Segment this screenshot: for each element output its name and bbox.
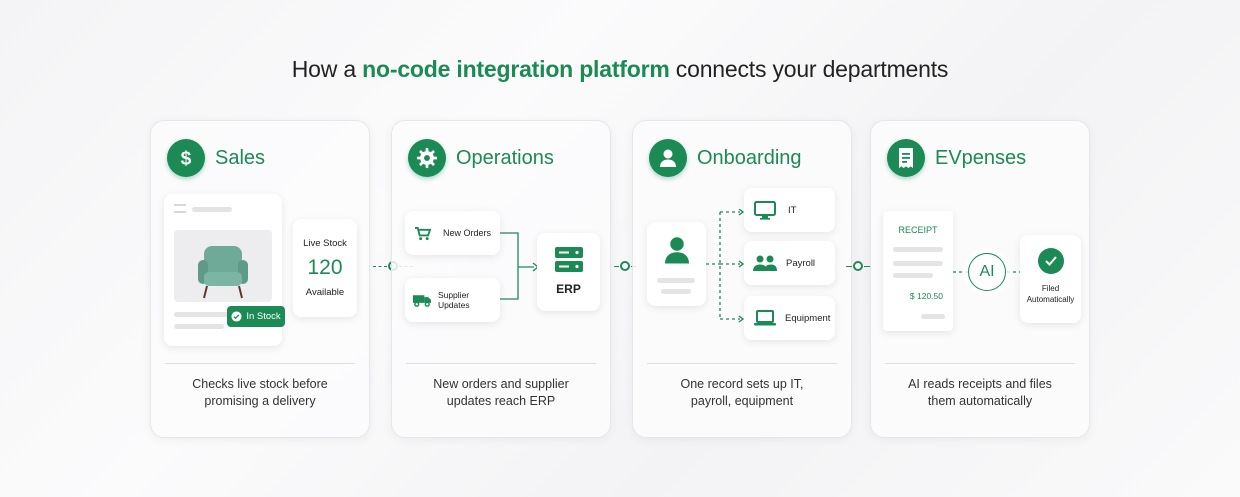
operations-title: Operations: [456, 146, 554, 169]
title-highlight: no-code integration platform: [362, 56, 670, 82]
new-orders-label: New Orders: [443, 228, 492, 238]
check-icon: [231, 311, 242, 322]
cart-icon: [415, 226, 431, 240]
operations-merge-lines: [500, 232, 540, 300]
expenses-header: EVpenses: [887, 139, 1026, 177]
sales-description-line2: promising a delivery: [204, 394, 316, 408]
laptop-icon: [754, 310, 776, 326]
onboarding-description: One record sets up IT, payroll, equipmen…: [643, 376, 841, 410]
onboarding-card: Onboarding IT Payroll Equipment One reco…: [632, 120, 852, 438]
operations-header: Operations: [408, 139, 554, 177]
check-circle-icon: [1037, 248, 1064, 274]
truck-icon: [412, 295, 432, 307]
onboarding-divider: [647, 363, 837, 364]
live-stock-value: 120: [307, 256, 343, 279]
expenses-description: AI reads receipts and files them automat…: [881, 376, 1079, 410]
target-equipment-label: Equipment: [785, 312, 831, 324]
sales-header: $ Sales: [167, 139, 265, 177]
person-icon: [664, 237, 689, 264]
product-listing: [164, 194, 282, 346]
onboarding-title: Onboarding: [697, 146, 802, 169]
server-icon: [554, 247, 583, 272]
people-icon: [753, 255, 777, 271]
live-stock-label: Live Stock: [303, 238, 347, 249]
product-image: [174, 230, 272, 302]
in-stock-badge: In Stock: [227, 306, 285, 327]
live-stock-status: Available: [305, 287, 345, 298]
ai-node: AI: [968, 253, 1006, 291]
armchair-icon: [198, 246, 248, 299]
listing-menu-icon: [174, 204, 186, 213]
sales-title: Sales: [215, 146, 266, 169]
onboarding-description-line2: payroll, equipment: [690, 394, 794, 408]
receipt-label: RECEIPT: [898, 225, 938, 235]
employee-record: [647, 222, 706, 306]
title-prefix: How a: [291, 56, 363, 82]
operations-description-line2: updates reach ERP: [446, 394, 556, 408]
page-title: How a no-code integration platform conne…: [0, 56, 1240, 83]
operations-card: Operations New Orders Supplier Updates E…: [391, 120, 611, 438]
receipt-amount: $ 120.50: [909, 291, 943, 301]
user-icon: [649, 139, 687, 177]
connector-onboarding-expenses: [846, 261, 870, 271]
in-stock-label: In Stock: [246, 311, 281, 322]
gear-icon: [408, 139, 446, 177]
sales-divider: [165, 363, 355, 364]
target-it: IT: [744, 188, 835, 232]
sales-card: $ Sales In Stock Live Stock 120 Availabl…: [150, 120, 370, 438]
receipt-paper: RECEIPT $ 120.50: [883, 211, 953, 331]
receipt-icon: [887, 139, 925, 177]
operations-divider: [406, 363, 596, 364]
onboarding-branch-lines: [706, 209, 745, 323]
target-it-label: IT: [788, 204, 797, 216]
filed-line1: Filed: [1041, 284, 1060, 293]
svg-text:$: $: [181, 148, 192, 169]
monitor-icon: [754, 200, 776, 220]
target-equipment: Equipment: [744, 296, 835, 340]
target-payroll-label: Payroll: [786, 257, 816, 269]
erp-node: ERP: [537, 233, 600, 311]
expenses-card: EVpenses RECEIPT $ 120.50 AI Filed Autom…: [870, 120, 1090, 438]
operations-description-line1: New orders and supplier: [433, 377, 569, 391]
onboarding-description-line1: One record sets up IT,: [680, 377, 804, 391]
new-orders-node: New Orders: [405, 211, 500, 255]
filed-node: Filed Automatically: [1020, 235, 1081, 323]
sales-description: Checks live stock before promising a del…: [161, 376, 359, 410]
expenses-divider: [885, 363, 1075, 364]
filed-line2: Automatically: [1026, 295, 1075, 304]
operations-description: New orders and supplier updates reach ER…: [402, 376, 600, 410]
sales-description-line1: Checks live stock before: [192, 377, 328, 391]
expenses-title: EVpenses: [935, 146, 1027, 169]
ai-label: AI: [979, 263, 995, 280]
supplier-updates-node: Supplier Updates: [405, 278, 500, 322]
dollar-icon: $: [167, 139, 205, 177]
erp-label: ERP: [556, 282, 581, 296]
expenses-description-line2: them automatically: [927, 394, 1033, 408]
expenses-description-line1: AI reads receipts and files: [908, 377, 1052, 391]
target-payroll: Payroll: [744, 241, 835, 285]
title-suffix: connects your departments: [669, 56, 949, 82]
live-stock-box: Live Stock 120 Available: [293, 219, 357, 317]
onboarding-header: Onboarding: [649, 139, 802, 177]
supplier-updates-label: Supplier Updates: [437, 290, 470, 310]
